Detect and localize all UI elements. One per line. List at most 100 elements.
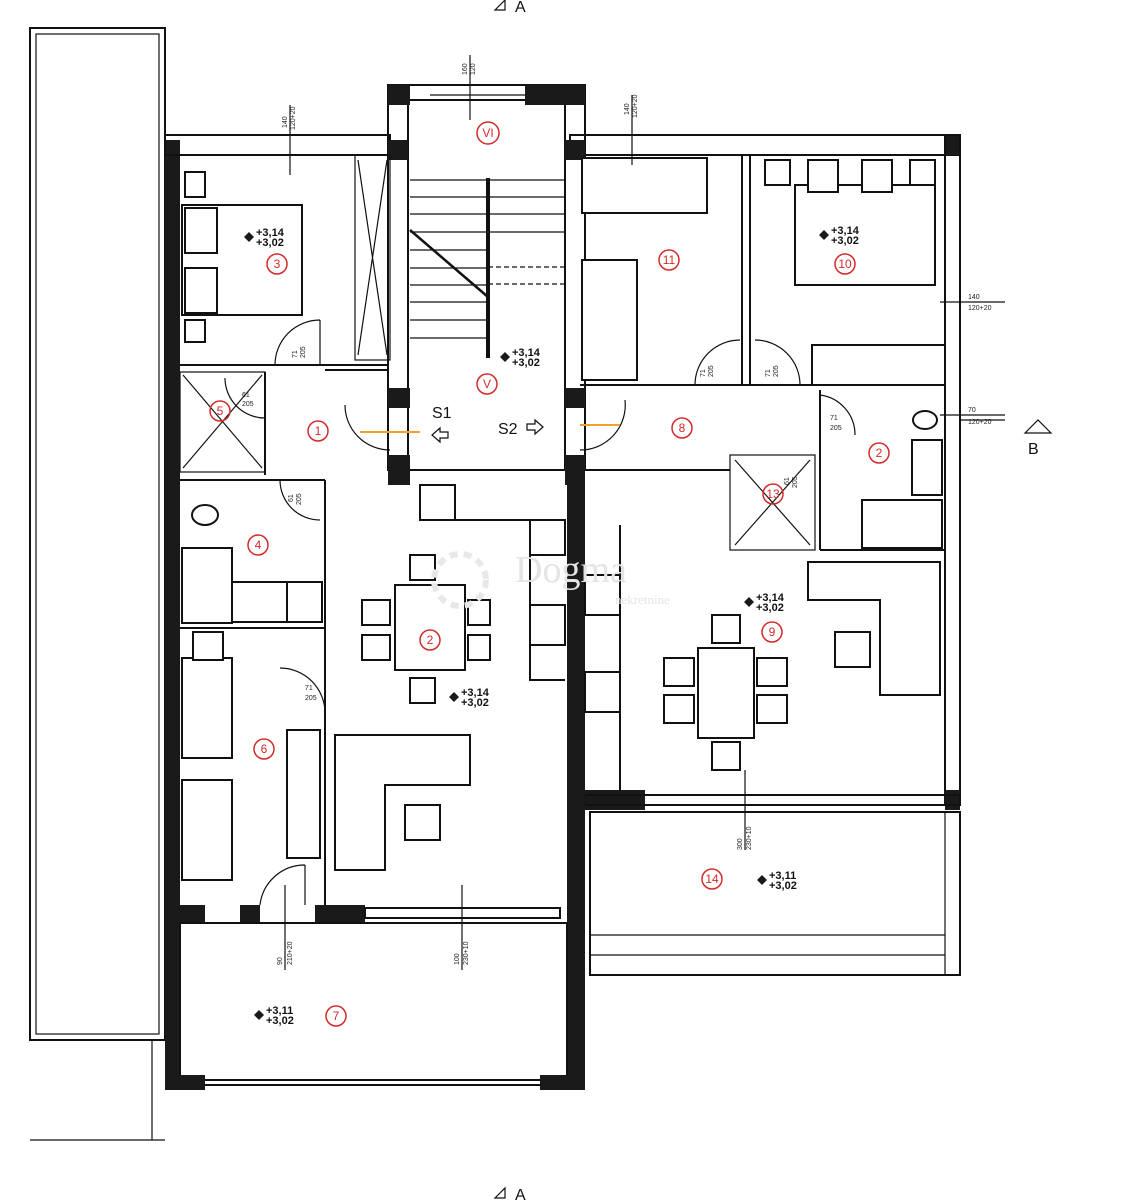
svg-text:A: A (515, 1187, 526, 1200)
svg-text:61: 61 (242, 392, 250, 399)
svg-text:205: 205 (296, 493, 303, 505)
svg-text:71: 71 (830, 415, 838, 422)
svg-text:120+20: 120+20 (632, 94, 639, 118)
svg-text:140: 140 (624, 103, 631, 115)
svg-text:+3,14: +3,14 (756, 592, 785, 604)
dimension-labels: 140 120+20 160 120 140 120+20 140 120+20… (242, 55, 1005, 970)
staircase (409, 178, 565, 358)
svg-text:+3,02: +3,02 (256, 237, 284, 249)
svg-text:71: 71 (305, 685, 313, 692)
room-14-label: 14 (701, 868, 723, 890)
svg-text:6: 6 (261, 742, 268, 756)
svg-text:90: 90 (277, 957, 284, 965)
room-6-label: 6 (253, 738, 275, 760)
svg-text:+3,02: +3,02 (769, 880, 797, 892)
svg-text:10: 10 (838, 257, 852, 271)
svg-text:B: B (1028, 441, 1039, 458)
room-labels: 3 VI V 1 5 4 2 6 7 11 10 8 2 13 9 14 (209, 121, 890, 1027)
svg-text:+3,02: +3,02 (512, 357, 540, 369)
adjacent-terrace-outline (29, 27, 166, 1141)
elevation-markers: +3,14+3,02 +3,14+3,02 +3,14+3,02 +3,14+3… (244, 225, 860, 1027)
svg-text:120+20: 120+20 (968, 305, 992, 312)
svg-text:61: 61 (784, 477, 791, 485)
room-2-right-label: 2 (868, 442, 890, 464)
svg-text:70: 70 (968, 407, 976, 414)
elevation-terrace-14: +3,11+3,02 (757, 870, 797, 892)
stair-arrow-s2: S2 (498, 418, 544, 438)
svg-text:5: 5 (217, 404, 224, 418)
room-10-label: 10 (834, 253, 856, 275)
room-5-label: 5 (209, 400, 231, 422)
room-13-label: 13 (762, 483, 784, 505)
svg-text:205: 205 (300, 346, 307, 358)
svg-text:120+20: 120+20 (968, 419, 992, 426)
watermark-logo: Dogma nekretnine (431, 549, 670, 609)
svg-text:11: 11 (663, 253, 676, 267)
section-mark-top: A (493, 0, 526, 16)
elevation-terrace-7: +3,11+3,02 (254, 1005, 294, 1027)
room-2-left-label: 2 (419, 629, 441, 651)
room-v-label: V (476, 373, 498, 395)
svg-text:13: 13 (766, 487, 780, 501)
section-mark-bottom: A (493, 1186, 526, 1200)
svg-text:61: 61 (288, 494, 295, 502)
room-vi-label: VI (476, 121, 500, 145)
svg-text:9: 9 (769, 625, 776, 639)
svg-text:+3,02: +3,02 (461, 697, 489, 709)
svg-text:7: 7 (333, 1009, 340, 1023)
svg-text:4: 4 (255, 538, 262, 552)
svg-text:205: 205 (792, 476, 799, 488)
svg-text:+3,11: +3,11 (769, 870, 796, 882)
room-4-label: 4 (247, 534, 269, 556)
elevation-room-3: +3,14+3,02 (244, 227, 285, 249)
room-8-label: 8 (671, 417, 693, 439)
svg-text:71: 71 (765, 369, 772, 377)
svg-text:+3,14: +3,14 (461, 687, 490, 699)
svg-text:71: 71 (700, 369, 707, 377)
svg-text:140: 140 (968, 294, 980, 301)
svg-text:+3,11: +3,11 (266, 1005, 293, 1017)
svg-text:71: 71 (292, 350, 299, 358)
svg-text:+3,14: +3,14 (831, 225, 860, 237)
doors (224, 319, 856, 906)
room-7-label: 7 (325, 1005, 347, 1027)
svg-text:210+20: 210+20 (287, 941, 294, 965)
svg-text:+3,02: +3,02 (831, 235, 859, 247)
svg-text:+3,02: +3,02 (266, 1015, 294, 1027)
walls (164, 84, 961, 1090)
svg-text:120+20: 120+20 (290, 106, 297, 130)
svg-text:205: 205 (708, 365, 715, 377)
svg-text:V: V (483, 377, 491, 391)
svg-text:Dogma: Dogma (515, 549, 627, 591)
svg-text:205: 205 (242, 401, 254, 408)
svg-text:100: 100 (454, 953, 461, 965)
furniture (181, 157, 946, 881)
svg-text:+3,14: +3,14 (256, 227, 285, 239)
elevation-room-2: +3,14+3,02 (449, 687, 490, 709)
elevation-room-9: +3,14+3,02 (744, 592, 785, 614)
elevation-stair: +3,14+3,02 (500, 347, 541, 369)
room-3-label: 3 (266, 253, 288, 275)
svg-text:120: 120 (470, 63, 477, 75)
room-1-label: 1 (307, 420, 329, 442)
svg-text:nekretnine: nekretnine (615, 592, 670, 607)
svg-text:S1: S1 (432, 405, 452, 422)
room-9-label: 9 (761, 621, 783, 643)
svg-text:14: 14 (705, 872, 719, 886)
svg-text:2: 2 (427, 633, 434, 647)
svg-text:3: 3 (274, 257, 281, 271)
svg-text:2: 2 (876, 446, 883, 460)
svg-text:205: 205 (830, 425, 842, 432)
svg-text:230+10: 230+10 (746, 826, 753, 850)
section-mark-right: B (960, 419, 1053, 458)
svg-text:+3,02: +3,02 (756, 602, 784, 614)
svg-text:205: 205 (305, 695, 317, 702)
svg-text:160: 160 (462, 63, 469, 75)
room-11-label: 11 (658, 249, 680, 271)
svg-text:205: 205 (773, 365, 780, 377)
svg-text:S2: S2 (498, 421, 518, 438)
svg-text:A: A (515, 0, 526, 16)
stair-arrow-s1: S1 (431, 405, 452, 444)
svg-text:+3,14: +3,14 (512, 347, 541, 359)
